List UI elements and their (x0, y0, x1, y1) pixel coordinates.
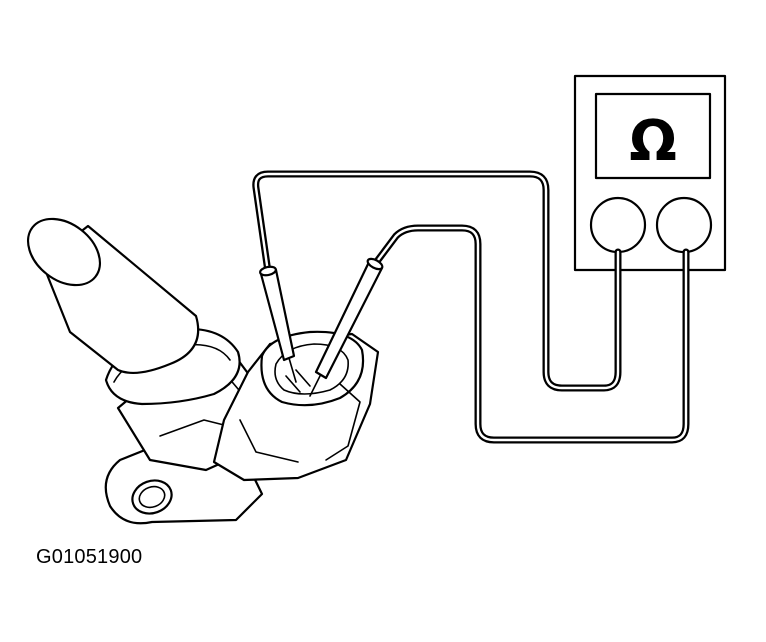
ohmmeter: Ω (573, 74, 727, 272)
figure-caption: G01051900 (36, 546, 143, 568)
test-probes (259, 257, 384, 397)
connector-latch (325, 383, 361, 461)
meter-display (594, 92, 712, 180)
probe-right-tip (309, 375, 321, 397)
meter-jack-right (655, 196, 713, 254)
meter-jack-left (589, 196, 647, 254)
omega-symbol: Ω (629, 109, 677, 174)
sensor-body (26, 217, 264, 525)
cylinder-end (26, 217, 102, 287)
test-leads (252, 170, 690, 444)
probe-left-tip (288, 357, 297, 383)
